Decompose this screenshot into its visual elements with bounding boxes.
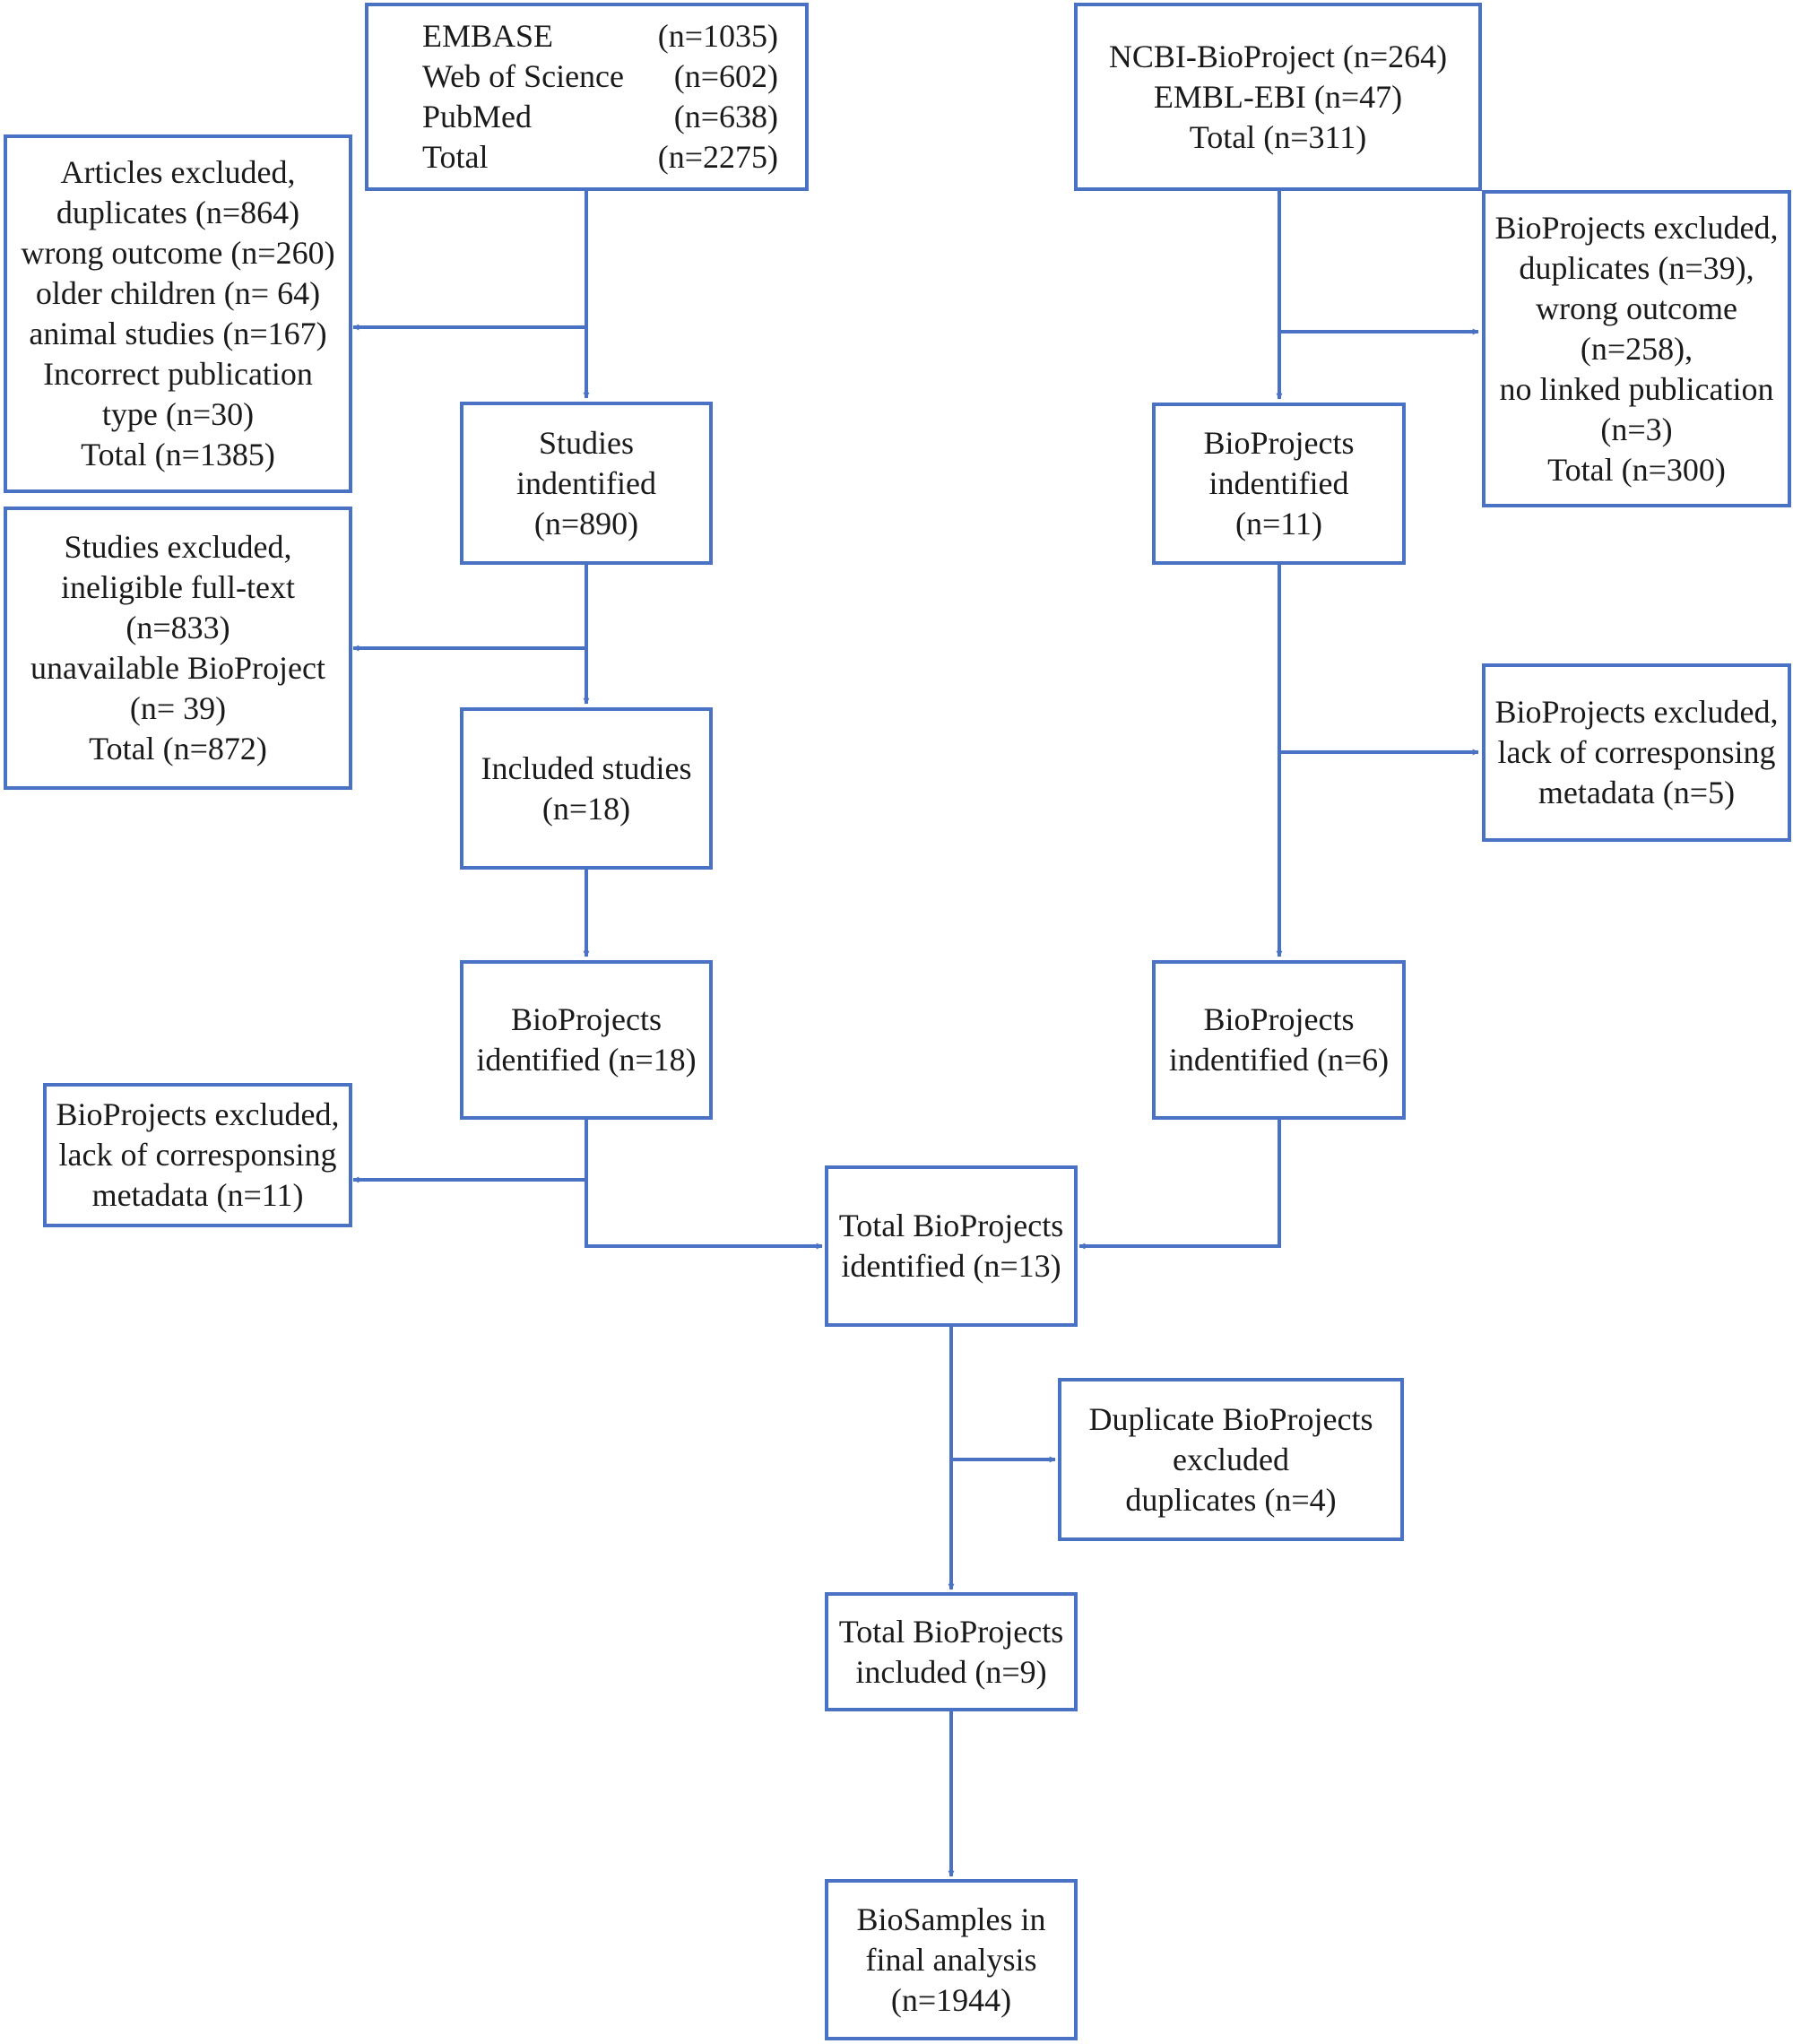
box-line: BioProjects	[1203, 1001, 1355, 1037]
box-line: lack of corresponsing	[1497, 734, 1776, 770]
source-row-embase: EMBASE (n=1035)	[422, 16, 778, 56]
box-line: older children (n= 64)	[35, 275, 321, 311]
box-line: Total (n=300)	[1547, 451, 1726, 488]
box-line: Studies excluded,	[64, 529, 292, 565]
box-line: (n=1944)	[890, 1981, 1012, 2018]
box-line: identified (n=13)	[841, 1248, 1061, 1284]
box-line: Total BioProjects	[838, 1613, 1064, 1650]
box-line: (n=3)	[1600, 411, 1673, 447]
box-line: BioProjects	[1203, 425, 1355, 461]
biosamples-final-analysis-box: BioSamples in final analysis (n=1944)	[825, 1879, 1078, 2040]
bioprojects-excluded-right-top-box: BioProjects excluded, duplicates (n=39),…	[1482, 190, 1791, 507]
bioprojects-excluded-right-mid-box: BioProjects excluded, lack of correspons…	[1482, 663, 1791, 842]
box-line: duplicates (n=39),	[1519, 249, 1754, 286]
box-line: Total (n=872)	[89, 731, 267, 766]
box-line: identified (n=18)	[476, 1042, 697, 1078]
box-line: ineligible full-text	[61, 569, 295, 605]
box-line: BioProjects excluded,	[1494, 209, 1779, 246]
box-line: type (n=30)	[101, 396, 255, 432]
source-row-pubmed: PubMed (n=638)	[422, 97, 778, 137]
source-name: EMBASE	[422, 18, 554, 54]
box-line: indentified	[1208, 465, 1349, 501]
box-line: duplicates (n=864)	[56, 195, 300, 230]
source-row-total: Total (n=2275)	[422, 137, 778, 178]
total-bioprojects-included-box: Total BioProjects included (n=9)	[825, 1592, 1078, 1711]
source-name: Web of Science	[422, 58, 624, 94]
source-count: (n=1035)	[657, 18, 778, 54]
box-line: Total (n=1385)	[81, 437, 275, 472]
studies-excluded-box: Studies excluded, ineligible full-text (…	[4, 507, 352, 790]
box-line: metadata (n=5)	[1537, 775, 1736, 810]
connector-arrows	[352, 191, 1479, 1877]
box-line: indentified	[516, 464, 656, 501]
total-bioprojects-identified-box: Total BioProjects identified (n=13)	[825, 1165, 1078, 1327]
box-line: unavailable BioProject	[30, 650, 325, 686]
bioprojects-identified-right-1-box: BioProjects indentified (n=11)	[1152, 403, 1406, 565]
articles-excluded-box: Articles excluded, duplicates (n=864) wr…	[4, 134, 352, 493]
box-line: included (n=9)	[855, 1653, 1047, 1690]
box-line: excluded	[1173, 1441, 1289, 1477]
box-line: final analysis	[865, 1941, 1037, 1978]
bioprojects-identified-right-2-box: BioProjects indentified (n=6)	[1152, 960, 1406, 1120]
box-line: (n=258),	[1580, 330, 1693, 367]
repository-sources-box: NCBI-BioProject (n=264) EMBL-EBI (n=47) …	[1074, 3, 1482, 191]
arrow-left-to-total	[585, 1120, 823, 1250]
box-line: (n=890)	[533, 505, 639, 541]
box-line: Total BioProjects	[838, 1208, 1064, 1243]
box-line: indentified (n=6)	[1168, 1042, 1390, 1078]
arrow-right-to-total	[1078, 1120, 1281, 1250]
box-line: Included studies	[481, 749, 692, 786]
source-count: (n=2275)	[657, 139, 778, 175]
duplicate-bioprojects-excluded-box: Duplicate BioProjects excluded duplicate…	[1058, 1378, 1404, 1541]
box-line: (n=11)	[1235, 506, 1322, 541]
box-line: lack of corresponsing	[58, 1137, 337, 1173]
repo-line: EMBL-EBI (n=47)	[1153, 78, 1403, 115]
box-line: (n=18)	[541, 790, 631, 827]
bioprojects-identified-left-box: BioProjects identified (n=18)	[460, 960, 713, 1120]
included-studies-box: Included studies (n=18)	[460, 707, 713, 870]
box-line: BioProjects	[511, 1001, 662, 1037]
box-line: wrong outcome (n=260)	[21, 235, 335, 271]
repo-line: NCBI-BioProject (n=264)	[1108, 38, 1448, 74]
box-line: Studies	[538, 424, 634, 461]
box-line: no linked publication	[1499, 370, 1774, 407]
box-line: (n=833)	[126, 610, 230, 645]
box-line: BioProjects excluded,	[56, 1096, 340, 1132]
repo-line: Total (n=311)	[1189, 118, 1367, 155]
box-line: duplicates (n=4)	[1125, 1481, 1337, 1518]
box-line: animal studies (n=167)	[29, 316, 327, 351]
box-line: Articles excluded,	[60, 154, 296, 190]
box-line: Duplicate BioProjects	[1088, 1400, 1373, 1437]
box-line: BioProjects excluded,	[1494, 694, 1779, 730]
bioprojects-excluded-left-box: BioProjects excluded, lack of correspons…	[43, 1083, 352, 1227]
database-sources-box: EMBASE (n=1035) Web of Science (n=602) P…	[365, 3, 809, 191]
source-count: (n=638)	[673, 99, 778, 134]
box-line: metadata (n=11)	[91, 1177, 304, 1213]
box-line: wrong outcome	[1536, 290, 1737, 326]
box-line: Incorrect publication	[43, 356, 313, 392]
box-line: BioSamples in	[856, 1901, 1046, 1937]
source-count: (n=602)	[673, 58, 778, 94]
source-name: Total	[422, 139, 489, 175]
studies-identified-box: Studies indentified (n=890)	[460, 402, 713, 565]
source-name: PubMed	[422, 99, 533, 134]
box-line: (n= 39)	[129, 690, 227, 726]
source-row-web-of-science: Web of Science (n=602)	[422, 56, 778, 97]
